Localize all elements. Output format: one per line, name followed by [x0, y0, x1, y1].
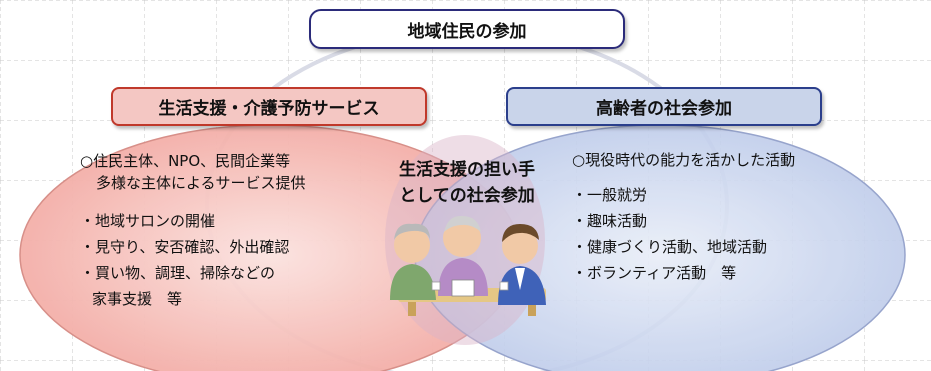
support-intro-line2: 多様な主体によるサービス提供	[96, 174, 306, 192]
community-participation-label: 地域住民の参加	[407, 21, 527, 42]
people-illustration	[390, 215, 546, 316]
elderly-item: ・ボランティア活動 等	[572, 264, 737, 282]
center-title-line1: 生活支援の担い手	[399, 160, 535, 180]
center-title-line2: としての社会参加	[399, 186, 535, 206]
elderly-item: ・一般就労	[572, 186, 648, 204]
support-item: ・買い物、調理、掃除などの	[80, 264, 276, 282]
elderly-participation-label: 高齢者の社会参加	[596, 99, 732, 119]
elderly-item: ・健康づくり活動、地域活動	[572, 238, 768, 256]
support-services-label: 生活支援・介護予防サービス	[158, 99, 380, 119]
support-item: ・見守り、安否確認、外出確認	[80, 238, 290, 256]
support-intro-line1: ○住民主体、NPO、民間企業等	[80, 152, 291, 170]
elderly-item: ・趣味活動	[572, 212, 648, 230]
community-participation-box: 地域住民の参加	[309, 9, 625, 49]
elderly-intro: ○現役時代の能力を活かした活動	[572, 151, 796, 169]
support-item: 家事支援 等	[92, 290, 183, 308]
support-item: ・地域サロンの開催	[80, 212, 216, 230]
center-title: 生活支援の担い手 としての社会参加	[382, 157, 552, 209]
support-services-box: 生活支援・介護予防サービス	[111, 87, 427, 126]
elderly-participation-box: 高齢者の社会参加	[506, 87, 822, 126]
